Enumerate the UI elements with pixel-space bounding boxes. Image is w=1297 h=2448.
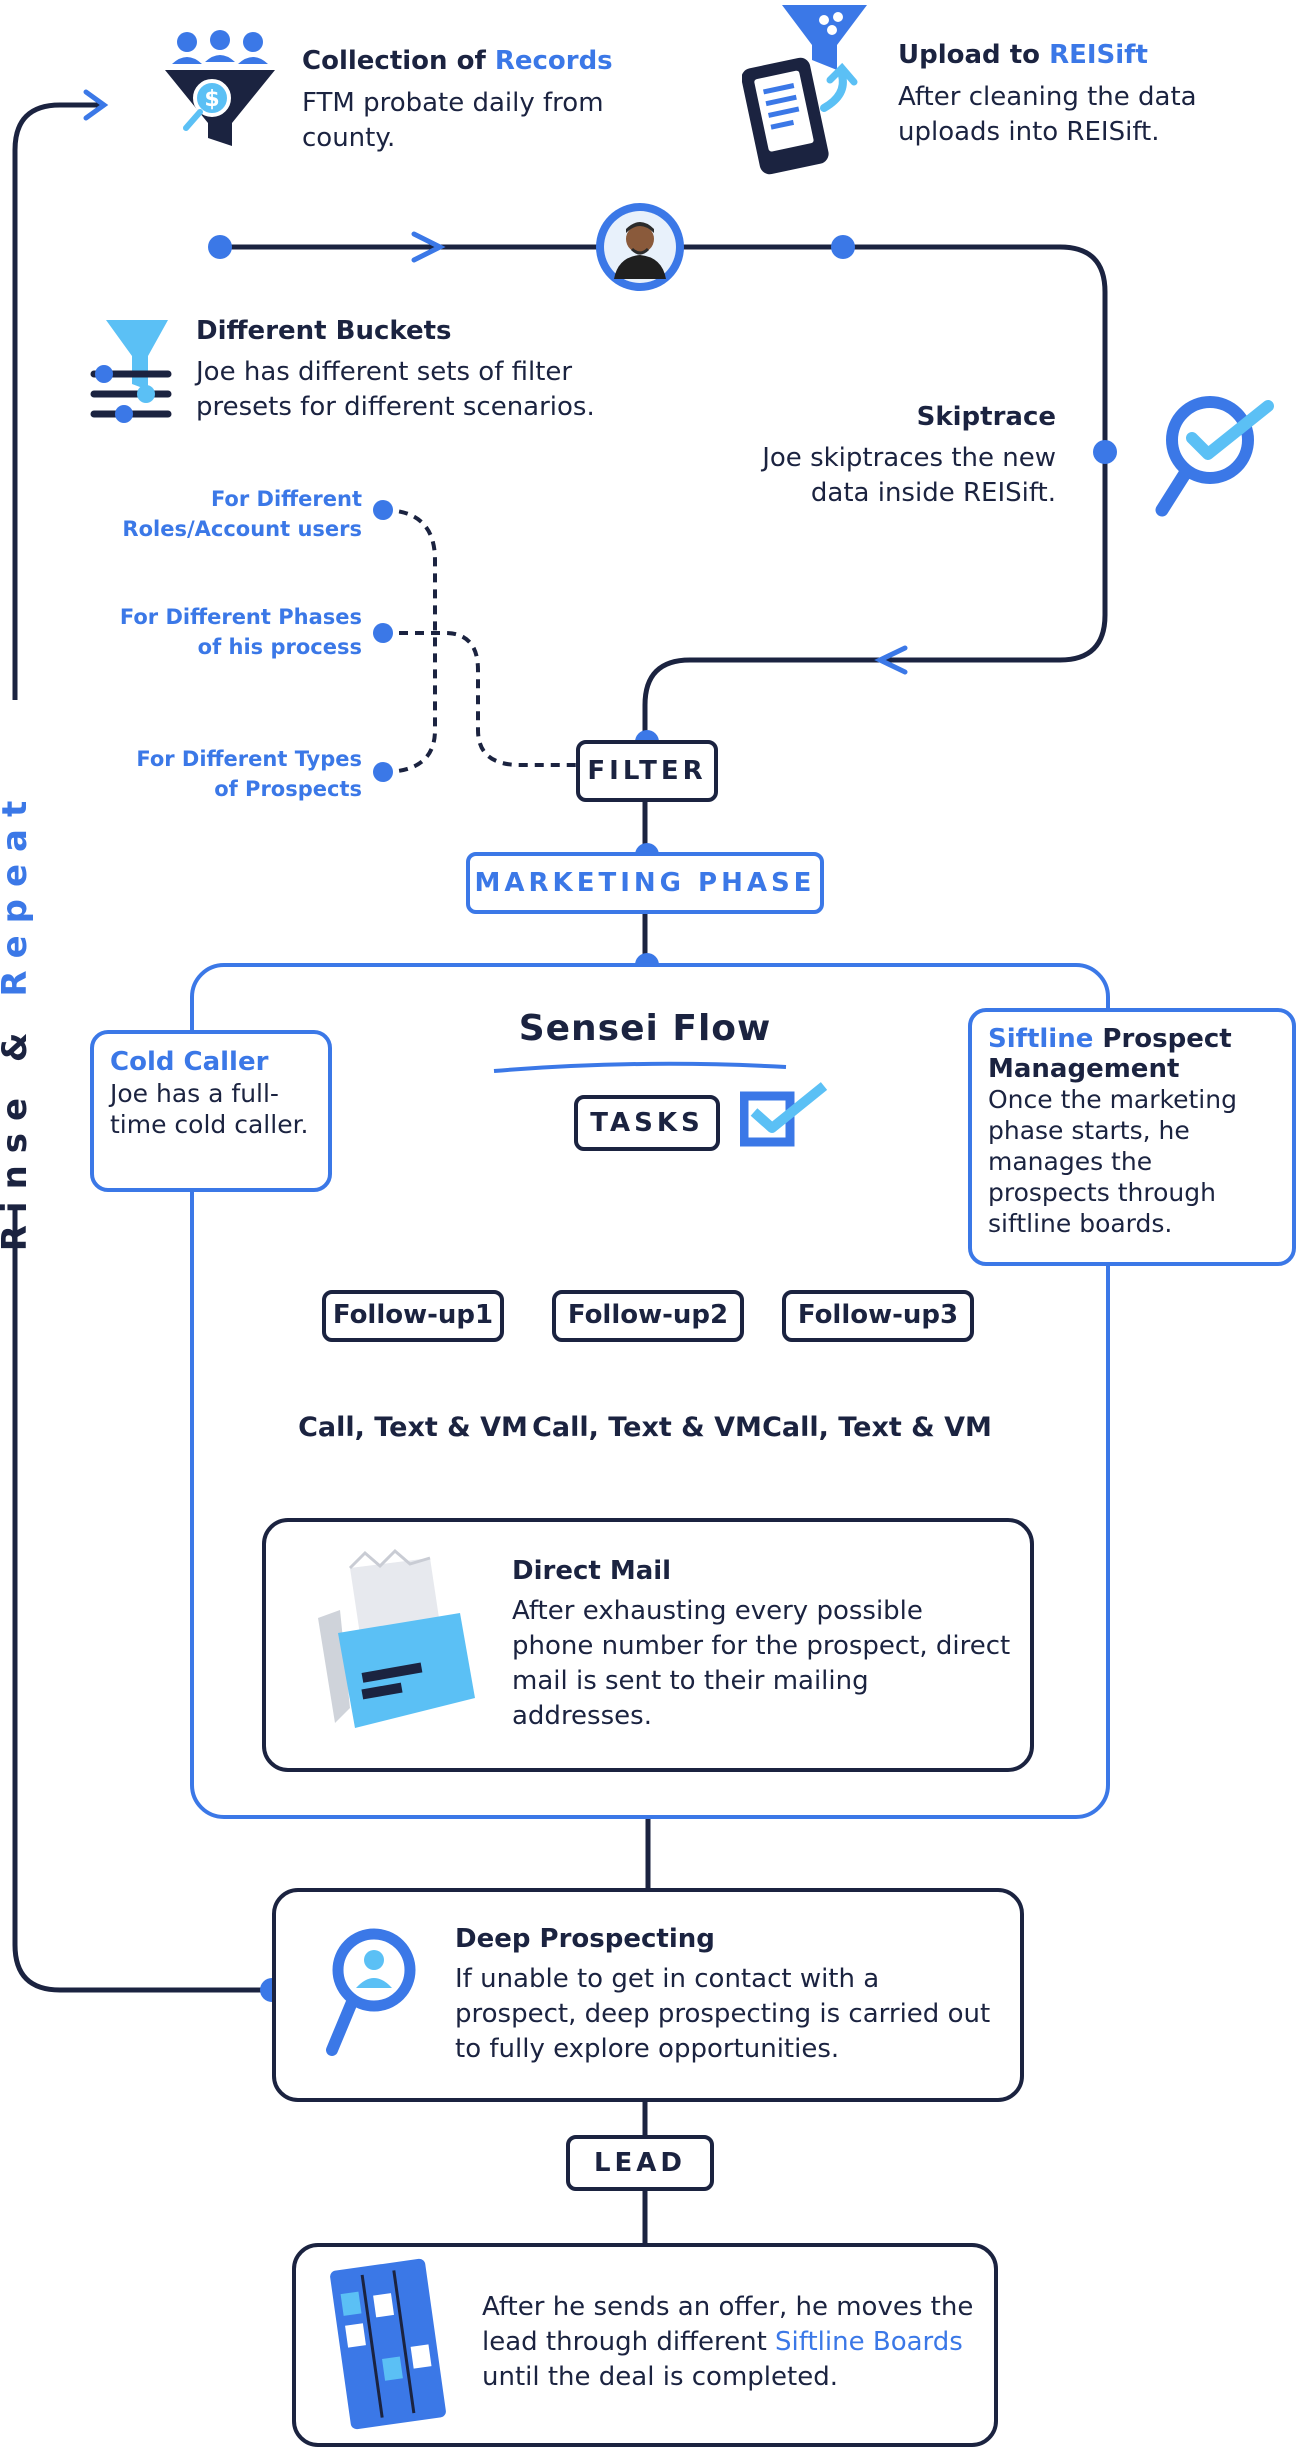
filter-branch-roles: For Different Roles/Account users [122, 487, 362, 541]
repeat-label: Repeat [0, 788, 35, 997]
cold-caller-box: Cold Caller Joe has a full-time cold cal… [90, 1030, 332, 1192]
rinse-label: Rinse & [0, 1020, 35, 1252]
filter-branch-types: For Different Types of Prospects [136, 747, 362, 801]
direct-mail-title: Direct Mail [512, 1556, 672, 1586]
followup-2: Follow-up2 [552, 1290, 744, 1342]
sensei-underline [490, 1060, 790, 1074]
cold-caller-title: Cold Caller [110, 1047, 269, 1077]
svg-text:$: $ [204, 87, 219, 112]
deep-prospecting-desc: If unable to get in contact with a prosp… [455, 1964, 991, 2064]
buckets-title: Different Buckets [196, 316, 452, 346]
filter-pill: FILTER [576, 740, 718, 802]
collection-title: Collection of Records [302, 44, 722, 78]
tasks-pill: TASKS [574, 1095, 720, 1151]
sensei-flow-title: Sensei Flow [518, 1008, 772, 1049]
collection-title-prefix: Collection of [302, 46, 495, 76]
lead-pill: LEAD [566, 2135, 714, 2191]
followup-3-action: Call, Text & VM [762, 1412, 992, 1443]
avatar [596, 203, 684, 291]
buckets-icon [88, 318, 174, 428]
direct-mail-desc: After exhausting every possible phone nu… [512, 1596, 1011, 1731]
upload-icon [741, 0, 877, 175]
followup-3: Follow-up3 [782, 1290, 974, 1342]
final-desc-highlight: Siftline Boards [775, 2327, 963, 2357]
collection-title-highlight: Records [494, 46, 613, 76]
followup-2-action: Call, Text & VM [532, 1412, 762, 1443]
final-desc: After he sends an offer, he moves the le… [482, 2290, 982, 2395]
final-desc-prefix: After he sends an offer, he moves the le… [482, 2292, 974, 2357]
magnifier-person-icon [318, 1924, 428, 2064]
siftline-title: Siftline Prospect Management [988, 1024, 1276, 1084]
deep-prospecting-title: Deep Prospecting [455, 1924, 715, 1954]
mail-icon [310, 1548, 480, 1738]
checkbox-icon [739, 1080, 830, 1150]
siftline-title-highlight: Siftline [988, 1024, 1094, 1054]
followup-1: Follow-up1 [322, 1290, 504, 1342]
collection-desc: FTM probate daily from county. [302, 88, 604, 153]
siftline-title-rest: Prospect Management [988, 1024, 1232, 1084]
upload-desc: After cleaning the data uploads into REI… [898, 82, 1197, 147]
collection-icon: $ [160, 28, 280, 153]
rinse-repeat-label: Rinse & Repeat [0, 765, 35, 1275]
filter-branch-phases: For Different Phases of his process [119, 605, 362, 659]
upload-title: Upload to REISift [898, 38, 1258, 72]
skiptrace-title: Skiptrace [916, 402, 1056, 432]
skiptrace-icon [1150, 388, 1280, 523]
final-desc-suffix: until the deal is completed. [482, 2362, 838, 2392]
siftline-desc: Once the marketing phase starts, he mana… [988, 1085, 1237, 1238]
followup-1-action: Call, Text & VM [298, 1412, 528, 1443]
buckets-desc: Joe has different sets of filter presets… [196, 357, 595, 422]
upload-title-highlight: REISift [1049, 40, 1148, 70]
skiptrace-desc: Joe skiptraces the new data inside REISi… [762, 443, 1056, 508]
siftline-board-icon [322, 2254, 452, 2434]
siftline-box: Siftline Prospect Management Once the ma… [968, 1008, 1296, 1266]
marketing-phase-pill: MARKETING PHASE [466, 852, 824, 914]
upload-title-prefix: Upload to [898, 40, 1050, 70]
direct-mail-box [262, 1518, 1034, 1772]
cold-caller-desc: Joe has a full-time cold caller. [110, 1079, 309, 1139]
